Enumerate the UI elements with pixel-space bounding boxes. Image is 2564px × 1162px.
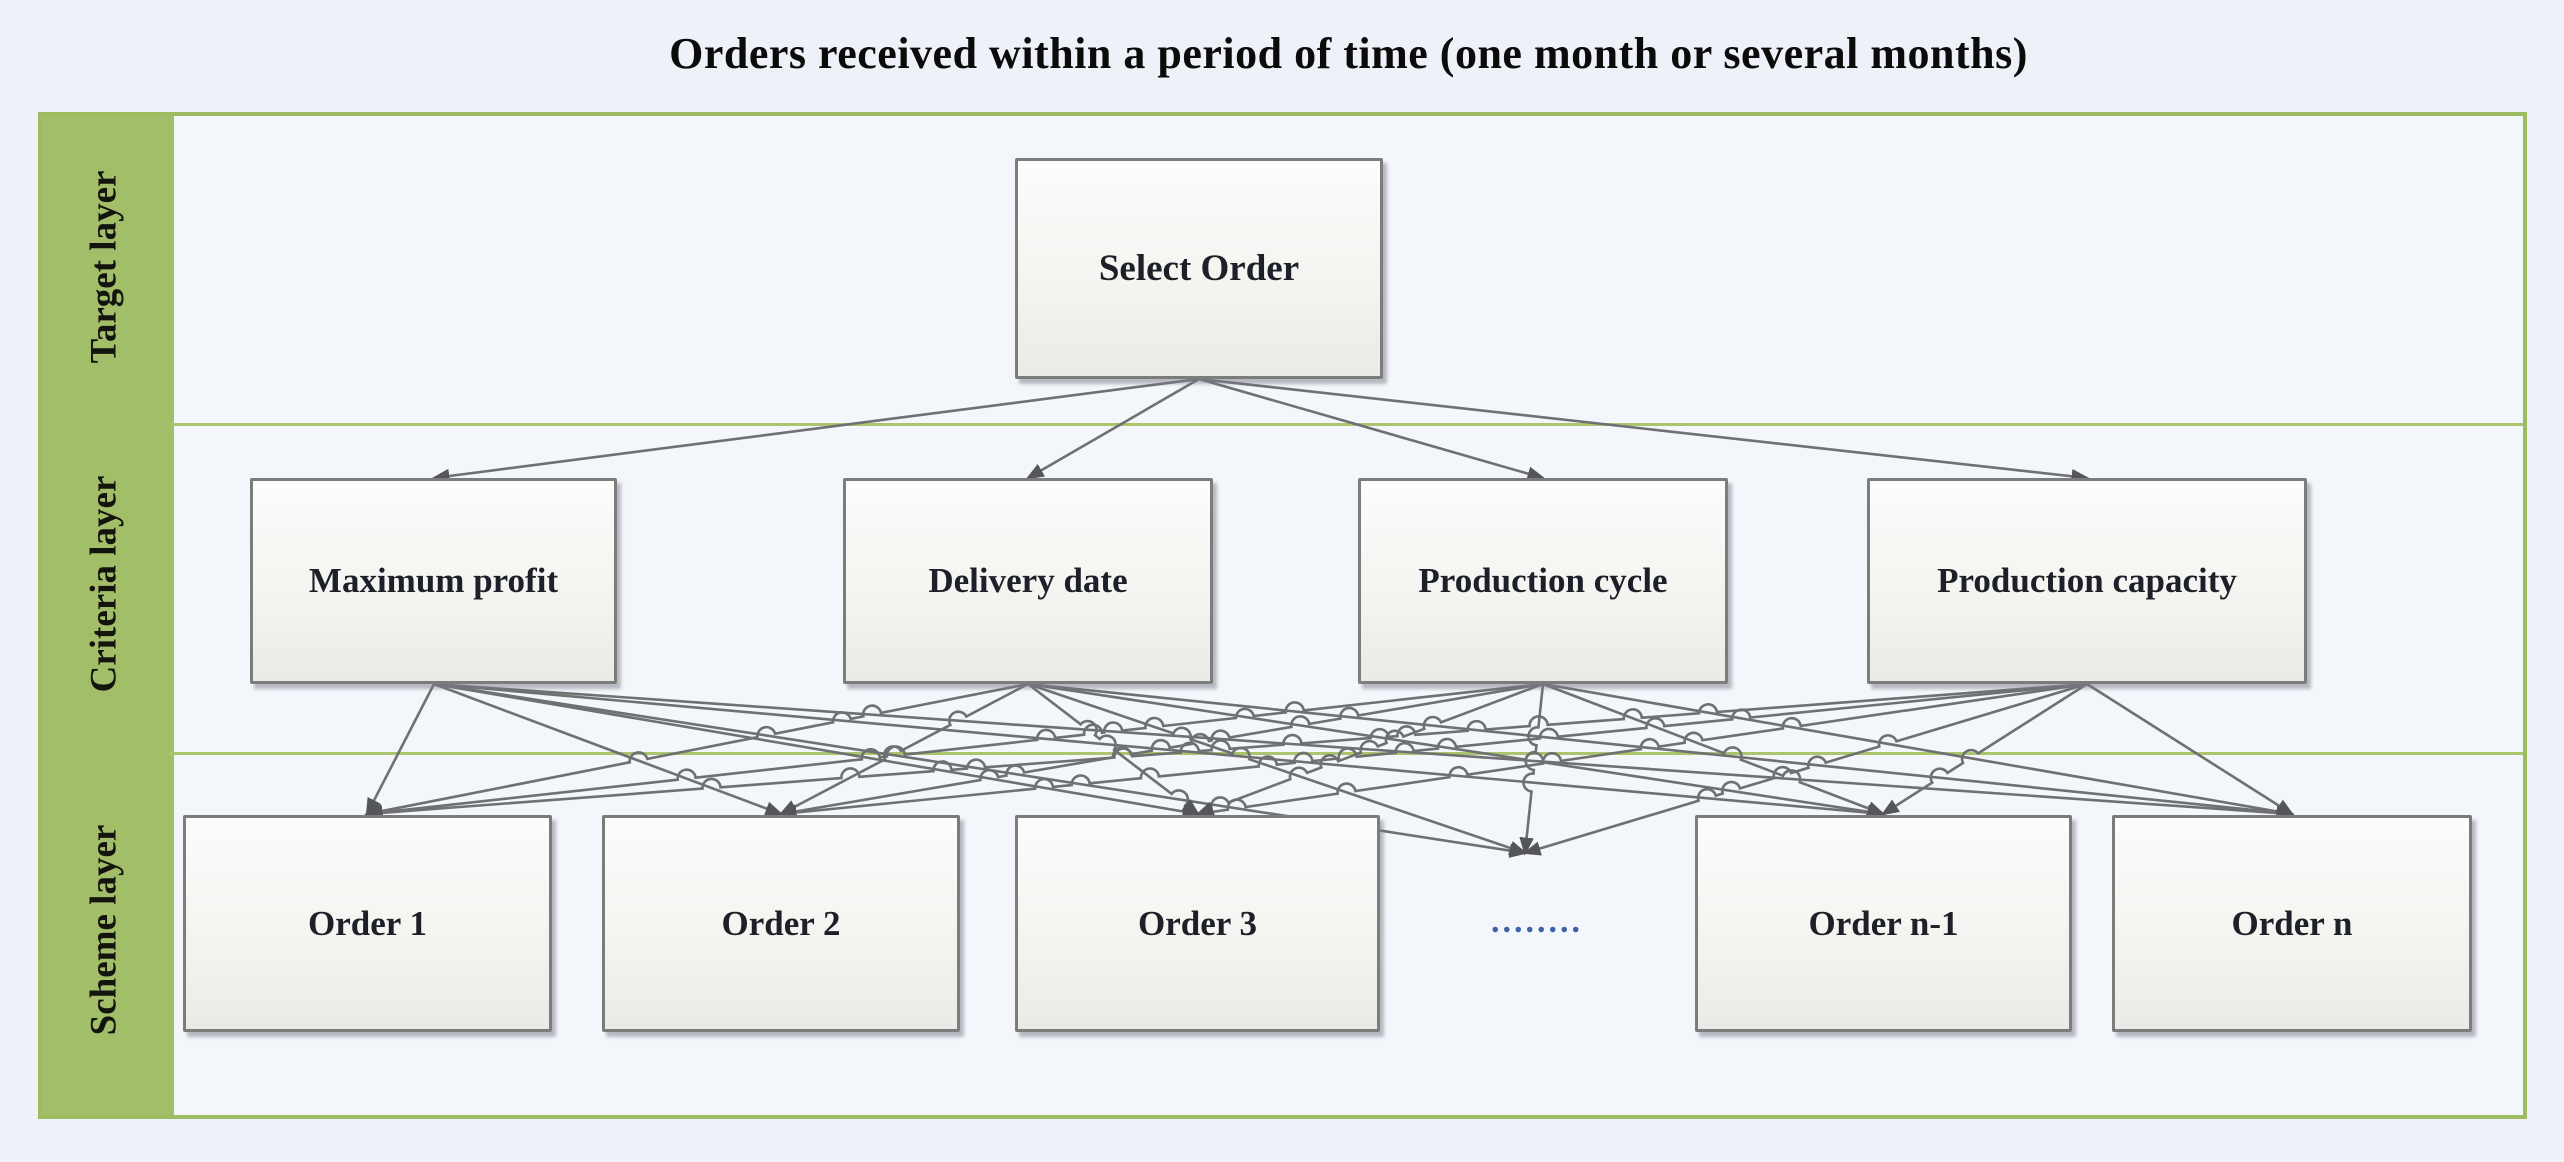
node-production-cycle: Production cycle: [1358, 478, 1728, 684]
layer-separator-1: [170, 423, 2523, 426]
layer-separator-2: [170, 752, 2523, 755]
node-order-1: Order 1: [183, 815, 552, 1032]
node-order-3: Order 3: [1015, 815, 1380, 1032]
node-production-capacity: Production capacity: [1867, 478, 2307, 684]
node-order-2: Order 2: [602, 815, 960, 1032]
layer-label-scheme: Scheme layer: [83, 824, 125, 1036]
node-maximum-profit: Maximum profit: [250, 478, 617, 684]
layer-label-criteria: Criteria layer: [83, 475, 125, 693]
diagram-title: Orders received within a period of time …: [669, 29, 2028, 78]
node-select-order: Select Order: [1015, 158, 1383, 379]
node-order-n: Order n: [2112, 815, 2472, 1032]
node-delivery-date: Delivery date: [843, 478, 1213, 684]
ellipsis-orders: ........: [1491, 903, 1583, 940]
layer-label-target: Target layer: [83, 170, 125, 364]
layer-band: [42, 116, 174, 1115]
node-order-n-1: Order n-1: [1695, 815, 2072, 1032]
